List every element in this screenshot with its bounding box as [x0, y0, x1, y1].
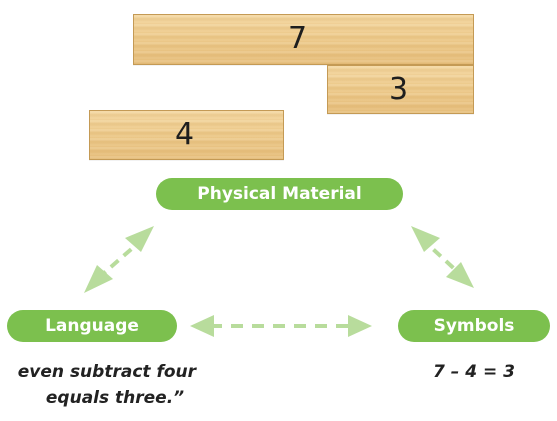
node-language-label: Language [45, 316, 139, 336]
plank-four-label: 4 [175, 117, 195, 152]
arrowhead-up-right [411, 226, 440, 252]
node-symbols: Symbols [398, 310, 550, 342]
plank-seven: 7 [133, 14, 474, 65]
plank-seven-label: 7 [288, 21, 308, 56]
arrowhead-left [190, 315, 214, 337]
arrowhead-down-right [446, 262, 474, 288]
language-caption-line2: equals three.” [45, 388, 185, 408]
plank-four: 4 [89, 110, 284, 160]
arrowhead-down-left [84, 265, 113, 293]
arrowhead-right [348, 315, 372, 337]
symbols-caption: 7 – 4 = 3 [433, 362, 515, 382]
node-language: Language [7, 310, 177, 342]
node-physical-material-label: Physical Material [197, 184, 362, 204]
language-caption-line1: even subtract four [17, 362, 196, 382]
node-symbols-label: Symbols [433, 316, 515, 336]
node-physical-material: Physical Material [156, 178, 403, 210]
plank-three-label: 3 [389, 72, 409, 107]
arrowhead-up-left [125, 226, 154, 252]
plank-three: 3 [327, 65, 474, 114]
